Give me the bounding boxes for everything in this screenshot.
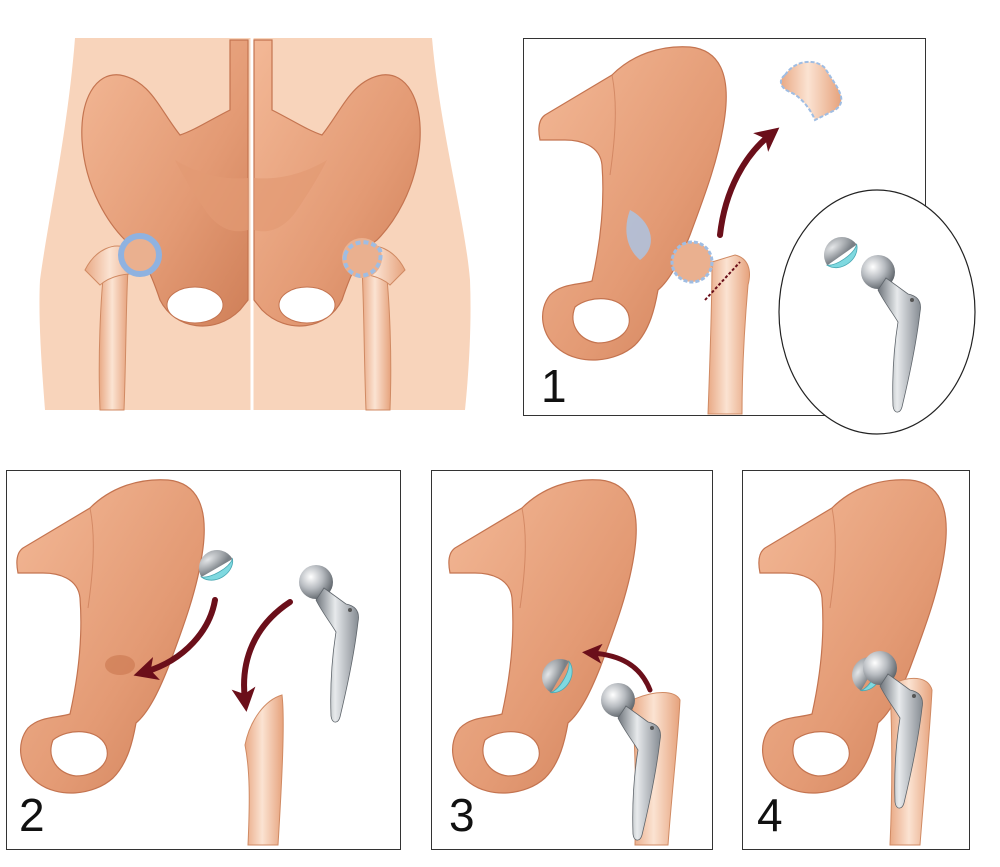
- step-3-number: 3: [449, 789, 475, 841]
- step-4-number: 4: [757, 789, 783, 841]
- step-1-illustration: [538, 46, 976, 435]
- step-3-illustration: [448, 479, 681, 846]
- step-2-illustration: [16, 479, 359, 846]
- step-1-number: 1: [541, 360, 567, 412]
- overview-pelvis-illustration: [39, 38, 471, 411]
- step-4-illustration: [758, 479, 947, 846]
- step-2-number: 2: [19, 789, 45, 841]
